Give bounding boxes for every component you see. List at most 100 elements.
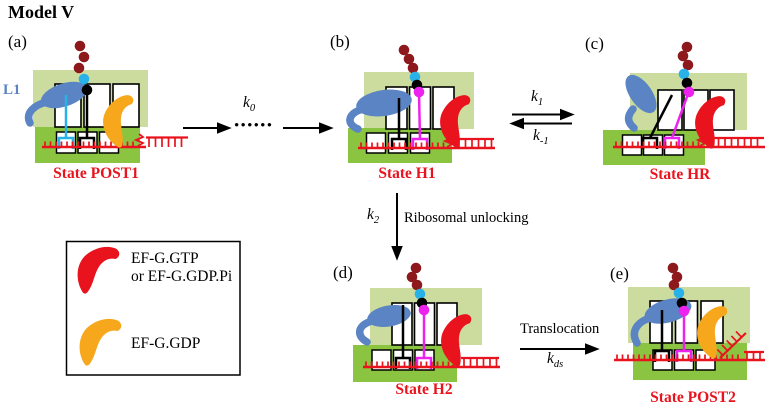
l1-stalk [356,304,411,346]
mrna-duplex-unwound [716,330,747,359]
trna-anticodon [390,137,408,150]
mrna-duplex-rungs [148,137,183,147]
peptide-bead-cyan [673,287,685,299]
l1-ellipse [40,81,88,109]
peptide-bead-black [676,297,688,309]
panel-label-e: (e) [610,264,629,283]
ribosomal-unlocking-label: Ribosomal unlocking [404,210,529,226]
l1-tail [24,98,51,127]
mrna-duplex-rungs [711,138,759,147]
trna-anticodon [415,356,433,369]
peptide-bead-magenta [678,305,690,317]
legend-box [65,240,241,376]
l1-tail [624,105,638,132]
panel-label-a: (a) [8,32,27,51]
translocation-label: Translocation [520,321,600,337]
peptide-bead-maroon [398,44,410,56]
peptide-bead-cyan [409,71,421,83]
peptide-bead-maroon [677,50,689,62]
mrna-entry-squiggle [442,134,454,148]
l1-ellipse [367,304,411,328]
l1-stalk [24,81,88,127]
mrna [363,356,500,369]
peptide-bead-maroon [74,40,86,52]
peptide-bead-maroon [407,62,419,74]
legend-efg-gdp-label: EF-G.GDP [131,335,201,352]
peptide-bead-magenta [683,86,695,98]
rate-base: k [533,127,540,144]
reverse-arrow-head [509,117,524,130]
rate-k-1: k-1 [533,127,549,148]
mrna-duplex-rungs [458,139,493,148]
intermediate-steps-dots: •••••• [234,117,274,132]
ribosome-state-post2 [614,262,765,380]
ribosome-state-h2 [353,262,500,382]
rate-base: k [547,350,554,367]
ef-g-factor-orange [697,306,728,359]
mrna-codon-ticks [360,142,445,147]
arrow-head [319,122,334,134]
panel-label-b: (b) [330,32,350,51]
mrna-duplex-rungs [746,352,761,360]
peptide-bead-maroon [73,62,85,74]
peptide-bead-maroon [406,271,418,283]
mrna [614,330,765,362]
arrow-post1-to-h1 [183,122,334,134]
forward-arrow-head [560,108,575,121]
legend-efg-gdp-shape [79,318,122,366]
rate-sub: 1 [537,97,544,109]
rate-kds: kds [547,350,563,371]
l1-stalk [624,74,657,132]
trna-body [670,93,690,139]
mrna-codon-ticks [365,361,450,366]
arrow-h1-hr-equilibrium [509,108,575,130]
rate-base: k [531,88,538,105]
legend-efg-gtp-line1: EF-G.GTP [131,250,199,267]
peptide-bead-black [81,84,93,96]
figure-title: Model V [8,2,75,22]
peptide-bead-magenta [418,304,430,316]
rate-base: k [367,206,374,223]
ef-g-factor-red [441,314,472,367]
state-label-hr: State HR [649,166,711,183]
peptide-bead-cyan [678,68,690,80]
peptide-bead-maroon [410,262,422,274]
rate-sub: ds [553,359,564,371]
mrna [358,137,495,150]
rate-k1: k1 [531,88,543,109]
peptide-bead-maroon [667,262,679,274]
mrna-entry-squiggle [447,353,459,367]
legend-efg-gtp-line2: or EF-G.GDP.Pi [131,268,233,285]
peptide-bead-cyan [78,73,90,85]
arrow-head [391,246,403,261]
trna-black [390,98,408,150]
peptide-bead-maroon [671,271,683,283]
mrna-entry-squiggle [695,133,707,147]
state-label-h1: State H1 [378,165,436,182]
state-label-h2: State H2 [395,381,453,398]
arrow-head [585,343,600,355]
arrow-h2-to-post2 [520,343,600,355]
arrow-head [217,122,232,134]
trna-body [417,92,422,140]
ribosome-state-h1 [346,44,495,163]
mrna [42,136,188,149]
peptide-bead-cyan [414,288,426,300]
peptide-bead-black [681,77,693,89]
l1-protein-label: L1 [3,82,21,98]
rate-sub: -1 [539,136,549,148]
peptide-bead-maroon [411,279,423,291]
peptide-bead-maroon [78,51,90,63]
trna-magenta [415,310,433,369]
unwound-rungs [716,330,743,356]
l1-tail [356,318,373,346]
peptide-bead-maroon [681,41,693,53]
ef-g-factor-orange [103,95,134,148]
peptide-bead-maroon [682,59,694,71]
state-label-post2: State POST2 [650,389,736,406]
rate-base: k [243,94,250,111]
l1-tail [346,106,364,133]
mrna-entry-squiggle [133,133,145,147]
state-label-post1: State POST1 [53,165,139,182]
